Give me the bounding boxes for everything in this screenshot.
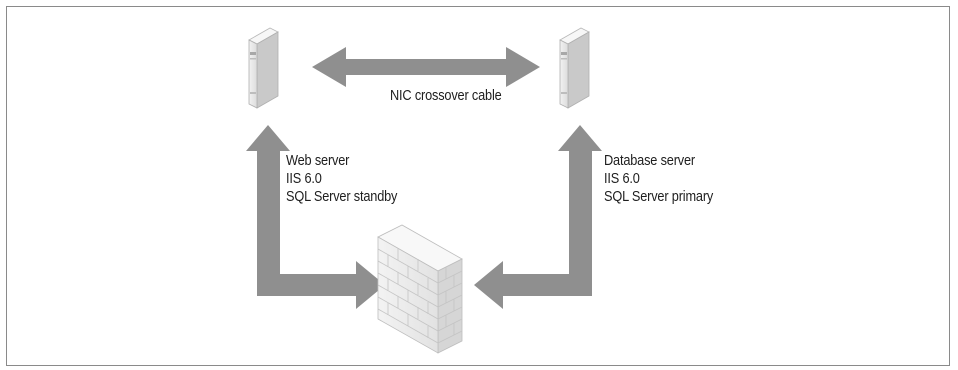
database-server-label: Database server IIS 6.0 SQL Server prima… [604, 152, 713, 206]
firewall-icon [377, 224, 463, 354]
crossover-cable-arrow [312, 47, 540, 87]
web-server-line-2: IIS 6.0 [286, 171, 322, 187]
web-server-icon [248, 27, 279, 109]
web-server-line-1: Web server [286, 153, 350, 169]
database-server-line-1: Database server [604, 153, 695, 169]
web-server-link-arrow [246, 125, 385, 309]
web-server-label: Web server IIS 6.0 SQL Server standby [286, 152, 397, 206]
database-server-link-arrow [474, 125, 602, 309]
web-server-line-3: SQL Server standby [286, 189, 398, 205]
database-server-line-2: IIS 6.0 [604, 171, 640, 187]
crossover-cable-label: NIC crossover cable [390, 88, 502, 104]
database-server-icon [559, 27, 590, 109]
database-server-line-3: SQL Server primary [604, 189, 714, 205]
